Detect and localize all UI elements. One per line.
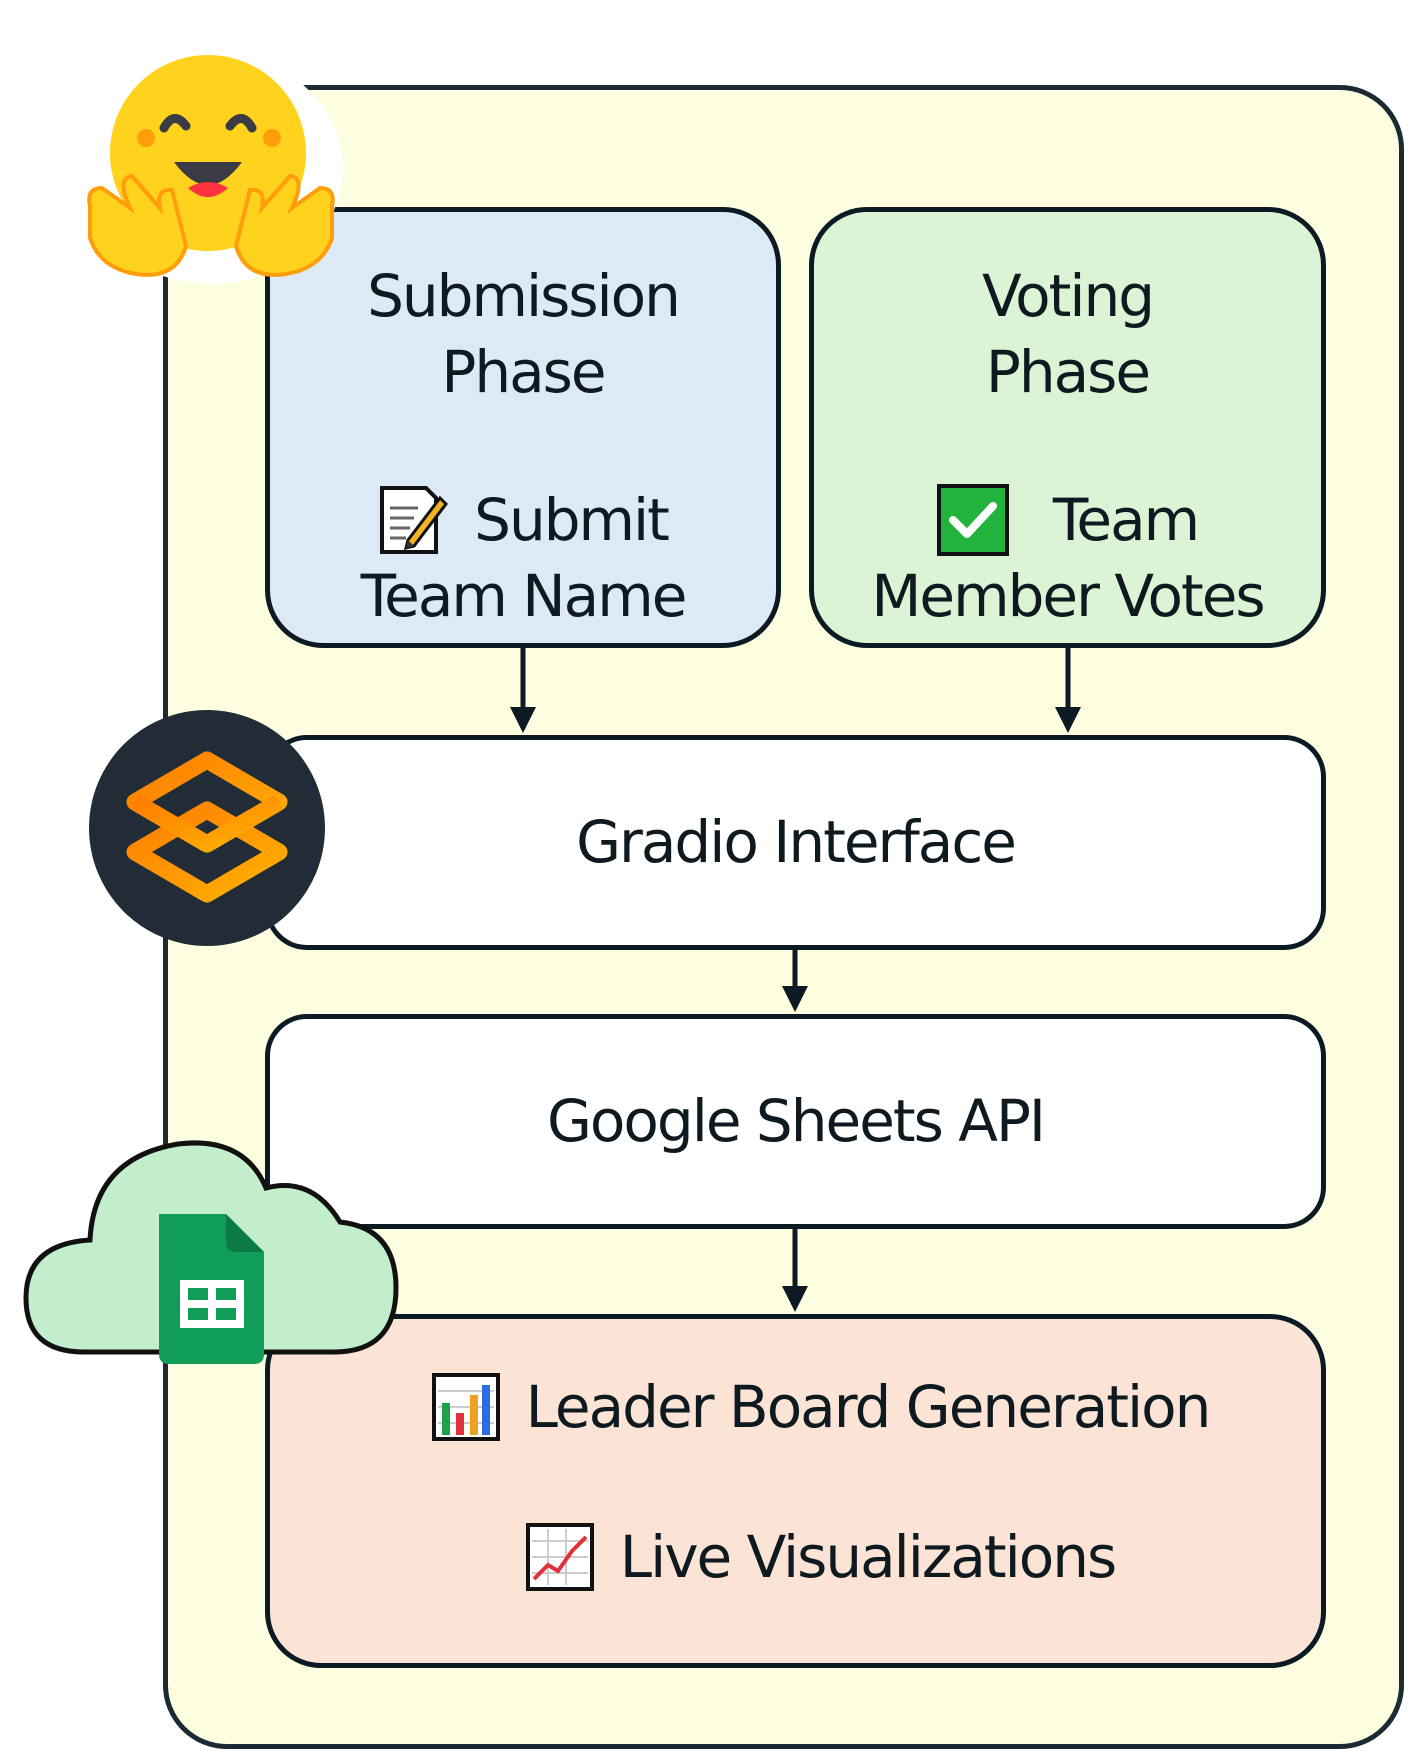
submission-title-line2: Phase [441,338,606,406]
memo-pencil-icon [380,486,449,554]
live-visualizations-label: Live Visualizations [619,1523,1117,1591]
submission-action-line1: Submit [474,486,670,554]
sheets-label: Google Sheets API [546,1087,1046,1155]
submission-action-line2: Team Name [360,562,688,630]
voting-action-line1: Team [1052,486,1200,554]
gradio-interface-box: Gradio Interface [265,735,1326,950]
voting-title-line1: Voting [981,262,1155,330]
voting-phase-box: Voting Phase Team Member Votes [809,207,1326,648]
voting-action-line2: Member Votes [871,562,1265,630]
google-sheets-cloud-logo [23,1140,399,1364]
leaderboard-label: Leader Board Generation [525,1373,1212,1441]
bar-chart-icon [431,1373,500,1441]
check-box-icon [936,484,1009,556]
submission-phase-box: Submission Phase Submit Team Name [265,207,781,648]
submission-title-line1: Submission [367,262,681,330]
hugging-face-logo [79,52,343,284]
google-sheets-api-box: Google Sheets API [265,1014,1326,1229]
line-chart-icon [525,1523,594,1591]
gradio-logo [89,710,325,946]
output-box: Leader Board Generation Live Visualizati… [265,1314,1326,1668]
voting-title-line2: Phase [985,338,1151,406]
gradio-label: Gradio Interface [576,808,1017,876]
sheets-icon [159,1214,264,1364]
